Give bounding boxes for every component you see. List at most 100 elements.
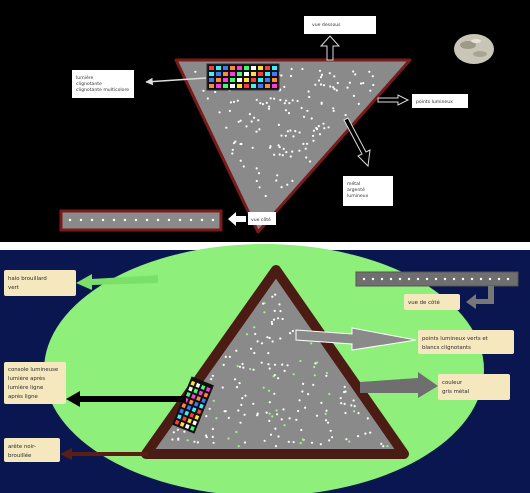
light-dot (266, 336, 268, 338)
panel-light (223, 66, 228, 70)
light-dot (267, 363, 269, 365)
light-dot (332, 86, 334, 88)
light-dot (287, 364, 289, 366)
top-panel: vue dessous lumière clignotante clignota… (0, 0, 530, 242)
light-dot (297, 410, 299, 412)
light-dot (285, 100, 287, 102)
light-dot (197, 441, 199, 443)
label-halo-line1: halo brouillard (8, 276, 47, 282)
light-dot (306, 143, 308, 145)
light-dot (258, 172, 260, 174)
light-dot (293, 373, 295, 375)
light-dot (265, 195, 267, 197)
light-dot (239, 382, 241, 384)
light-dot (212, 436, 214, 438)
panel-light (272, 84, 277, 88)
light-dot (311, 117, 313, 119)
light-dot (274, 310, 276, 312)
light-dot (239, 422, 241, 424)
light-dot (299, 399, 301, 401)
light-dot (293, 441, 295, 443)
light-dot (350, 404, 352, 406)
light-dot (283, 86, 285, 88)
light-dot (353, 399, 355, 401)
light-dot (281, 418, 283, 420)
panel-light (265, 84, 270, 88)
light-dot (288, 112, 290, 114)
light-dot (309, 160, 311, 162)
light-dot (272, 340, 274, 342)
panel-light (230, 78, 235, 82)
light-dot (444, 278, 446, 280)
light-dot (319, 133, 321, 135)
light-dot (320, 83, 322, 85)
light-dot (157, 219, 159, 221)
light-dot (215, 417, 217, 419)
light-dot (223, 364, 225, 366)
panel-light (209, 72, 214, 76)
light-dot (258, 128, 260, 130)
light-dot (213, 442, 215, 444)
light-dot (286, 184, 288, 186)
light-dot (179, 219, 181, 221)
light-dot (369, 432, 371, 434)
light-dot (271, 321, 273, 323)
light-dot (364, 433, 366, 435)
light-dot (262, 303, 264, 305)
light-dot (224, 410, 226, 412)
panel-light (209, 66, 214, 70)
light-dot (259, 186, 261, 188)
light-dot (287, 130, 289, 132)
light-dot (279, 99, 281, 101)
light-dot (168, 219, 170, 221)
light-dot (269, 337, 271, 339)
light-dot (357, 412, 359, 414)
light-dot (344, 412, 346, 414)
light-dot (319, 70, 321, 72)
light-dot (237, 365, 239, 367)
light-dot (273, 319, 275, 321)
light-dot (333, 75, 335, 77)
light-dot (301, 390, 303, 392)
light-dot (322, 123, 324, 125)
light-dot (329, 72, 331, 74)
light-dot (279, 310, 281, 312)
light-dot (310, 342, 312, 344)
label-points-line1: points lumineux verts et (422, 336, 488, 342)
light-dot (173, 431, 175, 433)
light-dot (229, 110, 231, 112)
light-dot (368, 71, 370, 73)
light-dot (289, 332, 291, 334)
light-dot (259, 102, 261, 104)
light-dot (302, 143, 304, 145)
light-dot (246, 333, 248, 335)
light-dot (283, 424, 285, 426)
light-dot (344, 386, 346, 388)
light-dot (279, 337, 281, 339)
light-dot (343, 391, 345, 393)
light-dot (288, 102, 290, 104)
light-dot (276, 174, 278, 176)
light-dot (278, 144, 280, 146)
light-dot (250, 348, 252, 350)
light-dot (290, 155, 292, 157)
panel-light (244, 72, 249, 76)
panel-light (216, 78, 221, 82)
light-dot (194, 71, 196, 73)
light-dot (386, 445, 388, 447)
label-edge-line1: arête noir- (8, 443, 36, 450)
light-dot (354, 73, 356, 75)
light-dot (295, 419, 297, 421)
light-dot (345, 114, 347, 116)
light-dot (328, 393, 330, 395)
light-dot (274, 428, 276, 430)
light-dot (273, 393, 275, 395)
light-dot (268, 108, 270, 110)
panel-light (272, 78, 277, 82)
light-dot (471, 278, 473, 280)
light-dot (276, 413, 278, 415)
light-dot (426, 278, 428, 280)
light-dot (301, 68, 303, 70)
light-dot (244, 414, 246, 416)
